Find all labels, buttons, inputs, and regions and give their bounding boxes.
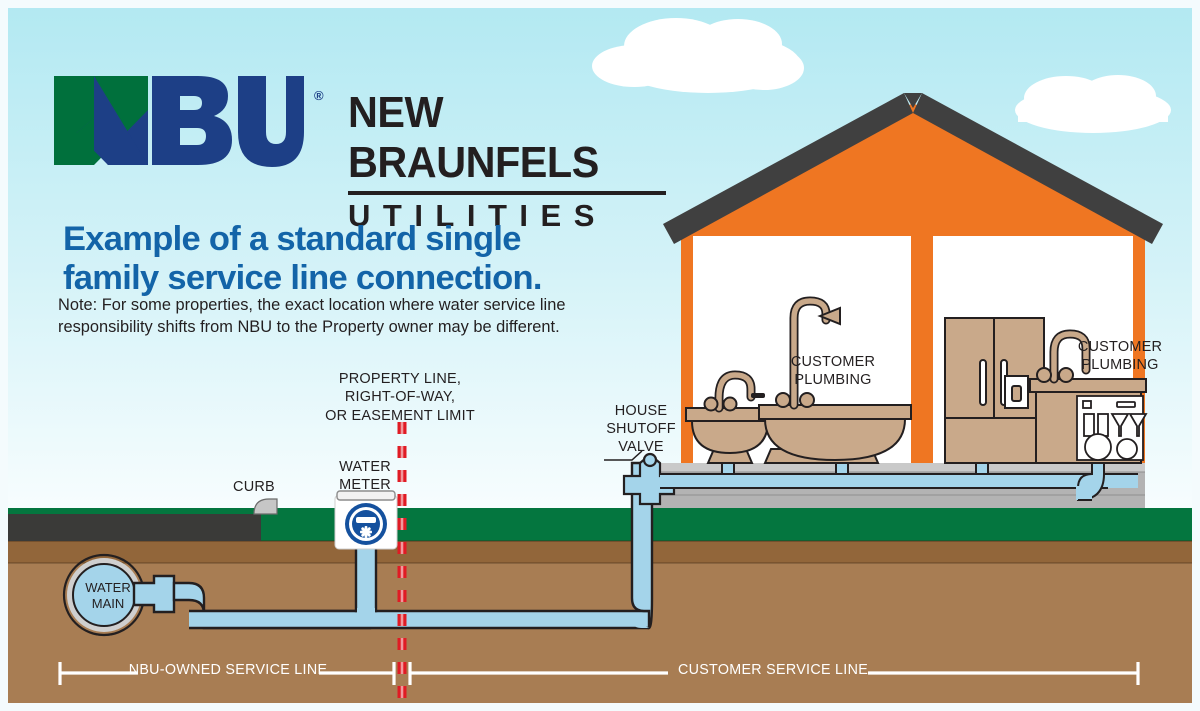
kitchen-faucet [1036,329,1091,384]
label-house-shutoff-valve: HOUSE SHUTOFF VALVE [606,403,676,455]
road-surface [8,514,261,541]
tub-faucet-handles [775,392,815,408]
note-text: Note: For some properties, the exact loc… [58,296,566,336]
diagram-scene: ® NEW BRAUNFELS UTILITIES Example of a s… [8,8,1192,703]
bracket-customer-line [408,662,1140,685]
nbu-monogram-icon [54,76,304,167]
dishwasher [1076,395,1148,461]
water-meter [334,490,398,550]
shutoff-leader-line [604,450,643,461]
bracket-nbu-owned [58,662,396,685]
page-title: Example of a standard single family serv… [63,220,542,297]
registered-trademark-icon: ® [314,88,324,103]
house-shutoff-valve [622,452,676,506]
label-curb: CURB [233,479,275,495]
label-customer-plumbing-bath: CUSTOMER PLUMBING [790,354,876,389]
wordmark-line-2: UTILITIES [348,198,607,233]
slab-top-edge [649,463,1145,472]
curb [253,498,278,515]
meter-star-icon [360,526,372,538]
label-water-main: WATER MAIN [85,580,131,611]
wordmark-line-1: NEW BRAUNFELS [348,88,599,187]
water-main [62,553,146,637]
cloud-small [1015,75,1171,133]
label-customer-plumbing-kitchen: CUSTOMER PLUMBING [1077,339,1163,374]
roof-right [913,93,1163,244]
cloud-large [592,18,804,93]
interior-supply-pipes [660,462,1138,502]
bracket-label-customer-service-line: CUSTOMER SERVICE LINE [677,662,869,678]
nbu-wordmark: NEW BRAUNFELS UTILITIES [348,88,678,234]
roof-ridge [904,93,922,108]
wordmark-divider [348,191,666,195]
label-water-meter: WATER METER [339,459,391,494]
bathtub-shower [758,296,912,464]
bracket-label-nbu-owned: NBU-OWNED SERVICE LINE [128,662,328,678]
sink-faucet-handles [703,396,738,412]
nbu-logo: ® NEW BRAUNFELS UTILITIES [48,70,666,233]
refrigerator [944,317,1045,464]
label-property-line: PROPERTY LINE, RIGHT-OF-WAY, OR EASEMENT… [325,371,475,424]
diagram-canvas [8,8,1192,703]
roof-left [663,93,913,244]
soil-lower-layer [8,563,1192,703]
soil-upper-layer [8,541,1192,563]
